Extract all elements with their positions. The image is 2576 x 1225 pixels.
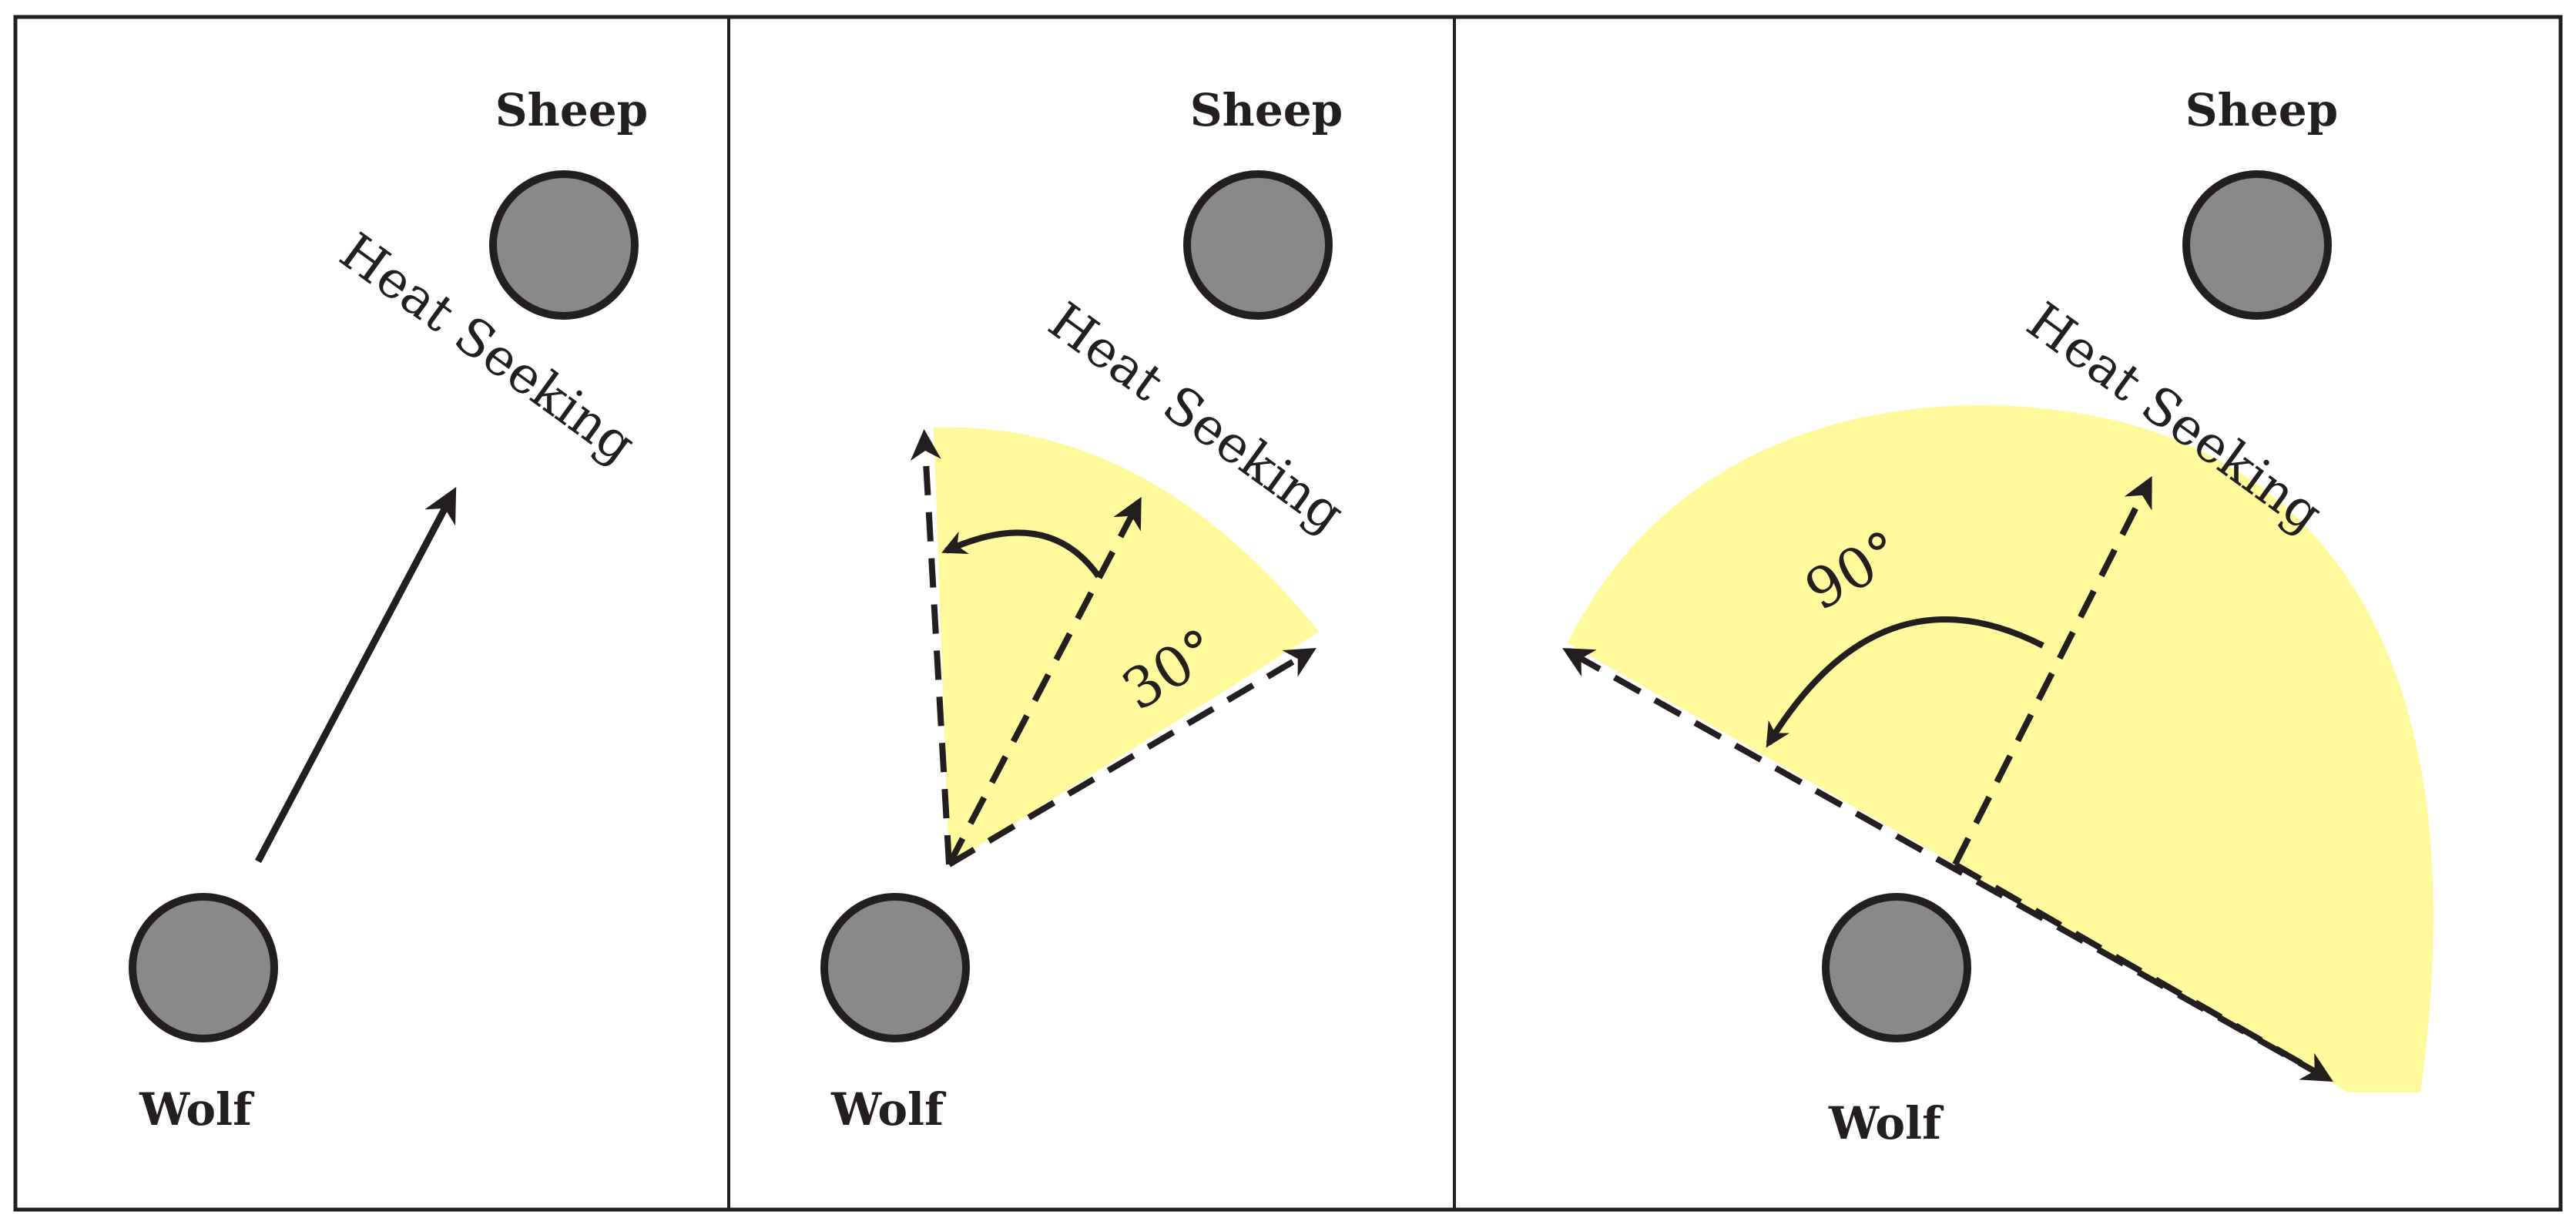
outer-frame xyxy=(13,15,2563,1212)
left-limit-dashed-arrow xyxy=(910,429,952,865)
sheep-label: Sheep xyxy=(495,84,648,136)
right-limit-dashed-arrow xyxy=(1954,861,2333,1082)
turn-angle-arc xyxy=(941,529,1102,579)
heading-dashed-arrow xyxy=(946,496,1142,866)
panel-3: Sheep Wolf 90° Heat Seeking xyxy=(1562,84,2433,1149)
panel-2: Sheep Wolf 30° Heat Seeking xyxy=(820,84,1355,1136)
wolf-label: Wolf xyxy=(1828,1097,1944,1149)
wolf-label: Wolf xyxy=(139,1083,255,1136)
turn-angle-arc xyxy=(1766,616,2044,748)
wolf-circle xyxy=(1822,893,1971,1042)
sheep-circle xyxy=(1183,170,1333,320)
heading-dashed-arrow xyxy=(1952,475,2152,866)
sheep-label: Sheep xyxy=(1190,84,1343,136)
wolf-label: Wolf xyxy=(830,1083,947,1136)
heading-arrow xyxy=(255,487,457,864)
sheep-label: Sheep xyxy=(2185,84,2338,136)
sheep-circle xyxy=(489,170,639,320)
right-limit-dashed-arrow xyxy=(947,647,1317,868)
wolf-circle xyxy=(820,893,970,1042)
wolf-circle xyxy=(129,893,278,1042)
panel-1: Sheep Wolf Heat Seeking xyxy=(129,84,648,1136)
sheep-circle xyxy=(2182,170,2332,320)
vision-sector-30 xyxy=(934,427,1319,864)
vision-sector-90 xyxy=(1568,405,2433,1092)
